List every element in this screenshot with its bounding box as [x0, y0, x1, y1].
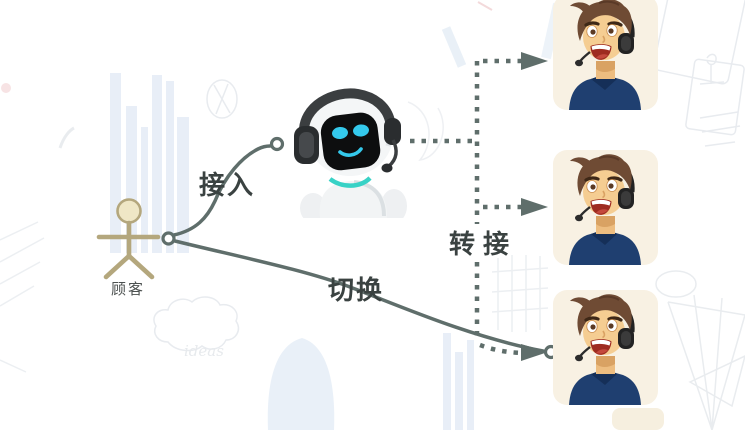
customer-label: 顾客 — [110, 280, 145, 298]
pink-fleck-doodle-2 — [477, 1, 493, 11]
robot-icon — [294, 88, 407, 218]
edge-label-connect: 接入 — [198, 171, 255, 201]
robot-headset-icon — [294, 88, 401, 173]
edge-label-transfer: 转接 — [448, 230, 517, 260]
agent-avatar — [553, 0, 658, 110]
agent-card-2 — [553, 150, 658, 265]
edge-label-switch: 切换 — [327, 276, 384, 306]
agent-avatar — [553, 290, 658, 405]
cream-chip-doodle — [612, 408, 664, 430]
blob-doodle — [267, 338, 335, 430]
fan-doodle — [655, 270, 745, 430]
watermark-text: ideas — [184, 342, 224, 360]
connector-ring-robot — [269, 136, 285, 152]
arrowheads — [521, 52, 548, 361]
edge-transfer-dotted — [410, 58, 523, 356]
stick-person-icon — [96, 198, 161, 280]
agent-card-1 — [553, 0, 658, 110]
robot-avatar — [294, 88, 407, 218]
arrowhead-bottom — [521, 344, 548, 361]
blue-streak-doodle — [441, 26, 467, 68]
agent-card-3 — [553, 290, 658, 405]
agent-avatar — [553, 150, 658, 265]
grid-doodle — [491, 255, 549, 332]
arrowhead-top — [521, 52, 548, 70]
balloon-doodle — [206, 79, 238, 119]
arrowhead-middle — [521, 198, 548, 216]
laptop-doodle — [653, 0, 745, 147]
cloud-doodle — [153, 296, 240, 352]
customer-figure — [96, 198, 161, 280]
pink-fleck-doodle — [1, 83, 11, 93]
